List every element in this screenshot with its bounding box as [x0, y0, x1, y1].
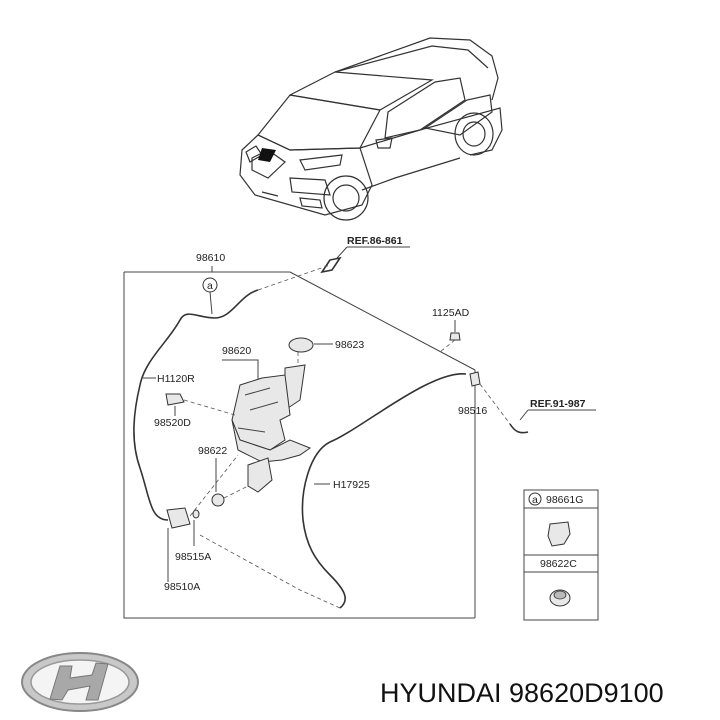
part-label-98516: 98516 — [458, 405, 487, 417]
part-label-98510a: 98510A — [164, 581, 200, 593]
legend-code-98622c: 98622C — [540, 558, 577, 570]
hose-label-h1120r: H1120R — [157, 373, 195, 385]
bolt-icon — [449, 332, 461, 341]
pump-98510a-icon — [166, 507, 191, 529]
part-label-98620: 98620 — [222, 345, 251, 357]
part-number-caption: HYUNDAI 98620D9100 — [380, 678, 664, 708]
hose-h17925 — [301, 373, 467, 609]
part-label-1125ad: 1125AD — [432, 307, 470, 319]
ref-label-right: REF.91-987 — [530, 398, 586, 410]
hose-h1120r — [133, 289, 259, 521]
connector-98516-icon — [469, 371, 481, 387]
part-label-98520d: 98520D — [154, 417, 191, 429]
clip-98661g-icon — [547, 521, 571, 547]
part-label-98610: 98610 — [196, 252, 225, 264]
diagram-frame — [123, 271, 476, 619]
parts-legend-table: a 98661G 98622C — [523, 489, 599, 621]
part-label-98623: 98623 — [335, 339, 364, 351]
callout-a-letter: a — [207, 280, 213, 292]
part-label-98622: 98622 — [198, 445, 227, 457]
grommet-98622-icon — [211, 493, 225, 507]
hyundai-logo — [21, 652, 139, 712]
washer-reservoir — [231, 364, 312, 493]
vehicle-illustration — [239, 37, 503, 221]
part-label-98515a: 98515A — [175, 551, 211, 563]
ref-label-top: REF.86-861 — [347, 235, 403, 247]
nozzle-98520d-icon — [165, 393, 185, 406]
legend-callout-a: a — [532, 494, 538, 506]
legend-code-98661g: 98661G — [546, 494, 583, 506]
seal-98515a-icon — [192, 509, 200, 519]
filler-cap-icon — [288, 337, 314, 353]
hose-label-h17925: H17925 — [333, 479, 370, 491]
